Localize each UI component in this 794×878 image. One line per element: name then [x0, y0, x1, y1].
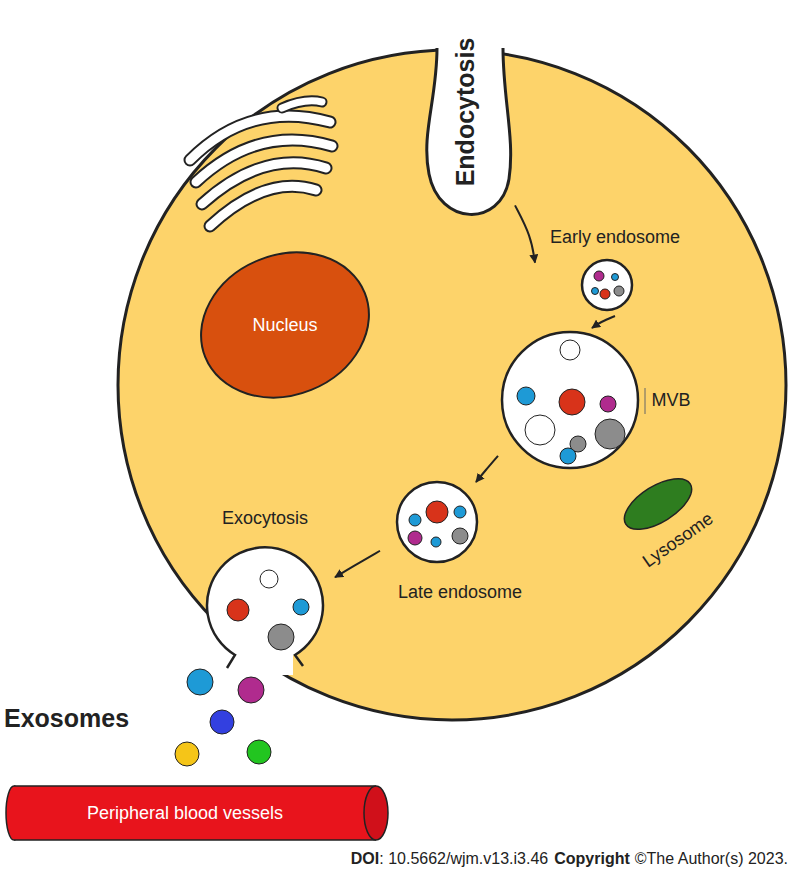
node-shape-group	[397, 482, 477, 562]
vesicle-cargo	[592, 288, 599, 295]
vesicle-cargo	[431, 537, 441, 547]
late-endosome: Late endosome	[380, 482, 540, 607]
citation-text: : 10.5662/wjm.v13.i3.46	[379, 850, 548, 868]
node-shape-group	[6, 786, 388, 840]
vesicle-cargo	[409, 514, 421, 526]
vesicle-cargo	[560, 340, 580, 360]
golgi-cisterna	[210, 186, 316, 226]
node-label: Early endosome	[550, 227, 680, 248]
multivesicular-body: MVB	[498, 328, 698, 470]
node-label: Late endosome	[398, 582, 522, 603]
node-shape-group	[502, 332, 645, 468]
node-label: Nucleus	[252, 315, 317, 336]
node-label: Peripheral blood vessels	[87, 803, 283, 824]
golgi-apparatus	[190, 101, 332, 226]
citation-text: DOI	[351, 850, 379, 868]
node-shape	[195, 505, 335, 677]
lysosome: Lysosome	[612, 468, 720, 568]
node-shape-group	[582, 260, 632, 310]
vessel-end	[364, 786, 388, 840]
citation-text: Copyright	[554, 850, 630, 868]
nucleus-shape	[179, 228, 391, 422]
node-shape-group	[427, 14, 511, 214]
golgi-cisterna	[282, 101, 322, 108]
node-label: Exocytosis	[222, 508, 308, 529]
vessel-outline	[14, 786, 376, 840]
vesicle-membrane	[397, 482, 477, 562]
citation-text: ©The Author(s) 2023.	[635, 850, 788, 868]
exocytosis-vesicle: Exocytosis	[195, 505, 335, 677]
vesicle-cargo	[614, 286, 624, 296]
exosome	[175, 742, 199, 766]
process-arrow	[476, 456, 498, 482]
endocytosis-pit: Endocytosis	[415, 14, 515, 229]
vesicle-cargo	[426, 501, 448, 523]
exosome	[247, 740, 271, 764]
early-endosome: Early endosome	[535, 224, 695, 316]
node-label: MVB	[651, 390, 690, 411]
vesicle-cargo	[525, 415, 555, 445]
node-shape-group	[207, 547, 323, 675]
vesicle-cargo	[227, 599, 249, 621]
blood-vessel: Peripheral blood vessels	[5, 785, 390, 841]
vesicle-cargo	[452, 528, 468, 544]
vessel-body	[14, 786, 376, 840]
vesicle-cargo	[559, 389, 585, 415]
vesicle-cargo	[517, 387, 535, 405]
vesicle-cargo	[293, 599, 309, 615]
footer-line: DOI: 10.5662/wjm.v13.i3.46 Copyright ©The …	[351, 850, 788, 868]
vesicle-cargo	[612, 274, 619, 281]
process-arrow	[335, 551, 380, 577]
exosome-particles	[175, 669, 271, 766]
vesicle-cargo	[600, 289, 610, 299]
node-shape-group	[179, 228, 391, 422]
golgi-cisterna-outline	[282, 101, 322, 108]
exosome	[210, 710, 234, 734]
golgi-cisterna-outline	[210, 186, 316, 226]
process-arrow	[515, 205, 535, 262]
vesicle-cargo	[560, 448, 576, 464]
fusing-membrane	[207, 547, 323, 668]
vesicle-cargo	[408, 531, 422, 545]
vesicle-cargo	[595, 419, 625, 449]
vesicle-membrane	[502, 332, 638, 468]
annotation-label: Exosomes	[4, 704, 129, 733]
nucleus: Nucleus	[200, 250, 370, 400]
exosome	[238, 677, 264, 703]
process-arrow	[592, 316, 615, 328]
vesicle-cargo	[600, 396, 616, 412]
node-label: Endocytosis	[451, 38, 480, 187]
label-tick	[645, 388, 646, 414]
vesicle-cargo	[594, 271, 604, 281]
vesicle-membrane	[582, 260, 632, 310]
vesicle-cargo	[260, 570, 278, 588]
vesicle-cargo	[268, 624, 294, 650]
exosome	[187, 669, 213, 695]
vesicle-cargo	[454, 506, 466, 518]
